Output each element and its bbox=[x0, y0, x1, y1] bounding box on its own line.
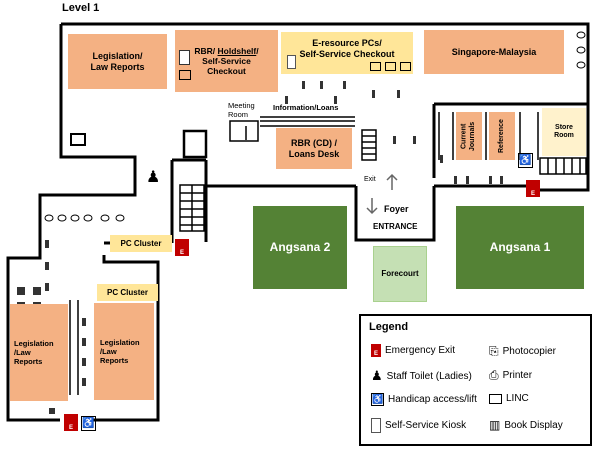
kiosk-icon bbox=[179, 50, 190, 65]
printer-icon: ⎙ bbox=[489, 368, 499, 382]
legend-title: Legend bbox=[369, 321, 409, 333]
handicap-icon: ♿ bbox=[81, 416, 96, 431]
pc-cluster-lower: PC Cluster bbox=[97, 284, 158, 301]
legend-label: Photocopier bbox=[502, 346, 556, 357]
emergency-exit-marker: E bbox=[526, 180, 540, 197]
exit-label: Exit bbox=[364, 176, 376, 183]
legend-item-printer: ⎙ Printer bbox=[489, 368, 532, 383]
rbr-holdshelf-label: RBR/ Holdshelf/ Self-Service Checkout bbox=[194, 45, 259, 77]
legend-label: Printer bbox=[502, 370, 533, 381]
foyer-label: Foyer bbox=[384, 204, 409, 214]
room-legislation-law-reports-top: Legislation/ Law Reports bbox=[68, 34, 167, 89]
information-loans-label: Information/Loans bbox=[273, 103, 339, 112]
kiosk-icon bbox=[287, 55, 296, 69]
linc-icon bbox=[385, 62, 396, 71]
legend-item-photocopier: ⎘ Photocopier bbox=[489, 344, 556, 359]
room-singapore-malaysia: Singapore-Malaysia bbox=[424, 30, 564, 74]
angsana-1: Angsana 1 bbox=[456, 206, 584, 289]
angsana-2: Angsana 2 bbox=[253, 206, 347, 289]
emergency-exit-icon: E bbox=[371, 344, 381, 357]
linc-icon bbox=[489, 393, 502, 404]
emergency-exit-marker: E bbox=[64, 414, 78, 431]
forecourt: Forecourt bbox=[373, 246, 427, 302]
legend-item-linc: LINC bbox=[489, 393, 529, 404]
handicap-icon: ♿ bbox=[371, 393, 384, 406]
legend: Legend E Emergency Exit ♟ Staff Toilet (… bbox=[359, 314, 592, 446]
room-rbr-holdshelf: RBR/ Holdshelf/ Self-Service Checkout bbox=[175, 30, 278, 92]
linc-icon bbox=[70, 133, 86, 146]
staff-toilet-icon: ♟ bbox=[146, 169, 161, 186]
legend-item-book-display: ▥ Book Display bbox=[489, 418, 563, 432]
room-legislation-law-reports-left: Legislation /Law Reports bbox=[10, 304, 68, 401]
legend-label: Book Display bbox=[504, 419, 563, 431]
staff-toilet-icon: ♟ bbox=[371, 368, 383, 383]
shelf-reference: Reference bbox=[489, 112, 515, 160]
entrance-label: ENTRANCE bbox=[373, 222, 418, 231]
legend-label: LINC bbox=[506, 393, 529, 404]
linc-icon bbox=[370, 62, 381, 71]
legend-label: Staff Toilet (Ladies) bbox=[386, 370, 472, 382]
meeting-room-label: Meeting Room bbox=[228, 101, 255, 119]
linc-icon bbox=[400, 62, 411, 71]
legend-item-emergency-exit: E Emergency Exit bbox=[371, 344, 455, 357]
room-rbr-cd-loans-desk: RBR (CD) / Loans Desk bbox=[276, 128, 352, 169]
legend-item-handicap: ♿ Handicap access/lift bbox=[371, 393, 477, 406]
photocopier-icon: ⎘ bbox=[489, 344, 499, 358]
handicap-icon: ♿ bbox=[518, 153, 533, 168]
legend-label: Emergency Exit bbox=[385, 345, 456, 356]
pc-cluster-upper: PC Cluster bbox=[110, 235, 172, 252]
page-title: Level 1 bbox=[62, 2, 100, 14]
kiosk-icon bbox=[371, 418, 381, 433]
room-eresource-pcs: E-resource PCs/ Self-Service Checkout bbox=[281, 32, 413, 74]
legend-item-kiosk: Self-Service Kiosk bbox=[371, 418, 466, 433]
linc-icon bbox=[179, 70, 191, 80]
legend-item-staff-toilet: ♟ Staff Toilet (Ladies) bbox=[371, 368, 472, 384]
legend-label: Self-Service Kiosk bbox=[385, 420, 467, 431]
emergency-exit-marker: E bbox=[175, 239, 189, 256]
legend-label: Handicap access/lift bbox=[388, 394, 477, 405]
book-display-icon: ▥ bbox=[489, 418, 501, 432]
store-room: Store Room bbox=[542, 108, 586, 156]
room-legislation-law-reports-right: Legislation /Law Reports bbox=[94, 303, 154, 400]
shelf-current-journals: Current Journals bbox=[456, 112, 482, 160]
